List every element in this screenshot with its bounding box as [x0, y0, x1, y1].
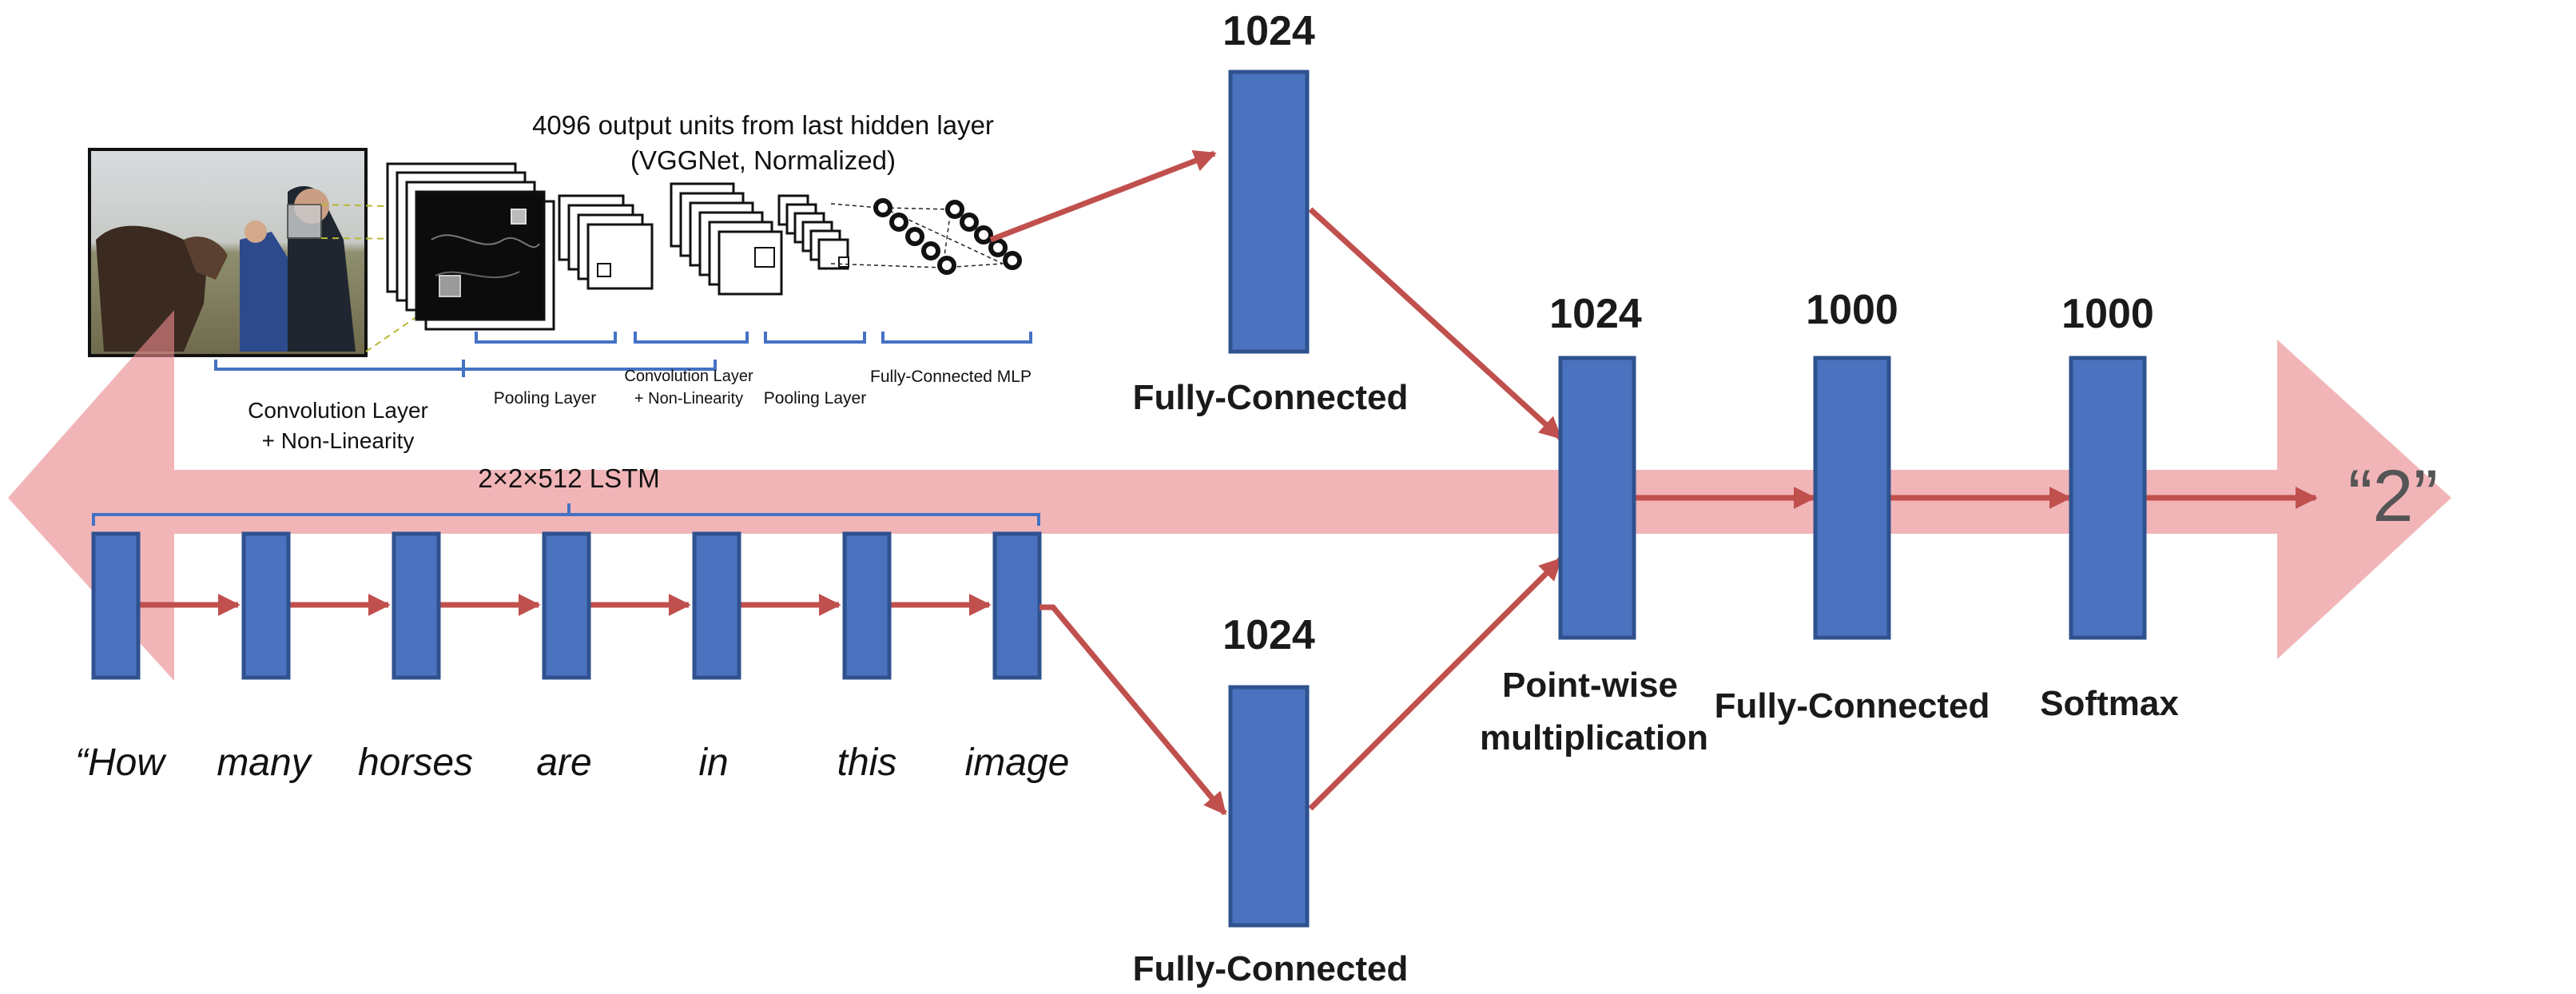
question-word: “How — [75, 742, 167, 784]
lstm-label: 2×2×512 LSTM — [478, 463, 660, 493]
fc-mlp-label: Fully-Connected MLP — [870, 368, 1032, 386]
question-word: are — [536, 742, 591, 784]
final-fc-block: 1000 Fully-Connected — [1715, 287, 1990, 726]
question-word: image — [965, 742, 1070, 784]
question-word: horses — [358, 742, 473, 784]
pool1-label: Pooling Layer — [494, 389, 596, 408]
pool2-label: Pooling Layer — [764, 389, 866, 408]
conv1-label-line2: + Non-Linearity — [262, 428, 415, 453]
question-word: this — [837, 742, 897, 784]
final-fc-label: Fully-Connected — [1715, 686, 1990, 726]
pool1-maps — [558, 194, 654, 290]
question-word: in — [698, 742, 728, 784]
softmax-label: Softmax — [2040, 684, 2179, 723]
conv2-maps — [670, 182, 783, 296]
cnn-title-line2: (VGGNet, Normalized) — [630, 145, 896, 175]
lstm-cell — [692, 531, 741, 680]
arrow-lstm-to-question-fc — [1040, 604, 1227, 816]
fc-mlp-neurons — [830, 198, 1022, 275]
conv2-label-line2: + Non-Linearity — [634, 390, 743, 408]
arrow-question-fc-to-pointwise — [1308, 557, 1563, 811]
lstm-cell — [392, 531, 441, 680]
input-photo — [88, 148, 368, 357]
image-fc-units: 1024 — [1222, 8, 1315, 54]
question-fc-block: 1024 Fully-Connected — [1133, 612, 1409, 988]
lstm-cells — [91, 531, 1042, 680]
pointwise-label-line1: Point-wise — [1502, 666, 1678, 705]
question-word: many — [217, 742, 312, 784]
question-fc-label: Fully-Connected — [1133, 949, 1409, 988]
lstm-row: 2×2×512 LSTM “How many horses are in thi… — [75, 463, 1069, 784]
pointwise-block: 1024 Point-wise multiplication — [1480, 291, 1708, 757]
conv2-label-line1: Convolution Layer — [624, 368, 753, 385]
pool2-maps — [777, 194, 849, 270]
connection-arrows — [989, 150, 2318, 816]
softmax-block: 1000 Softmax — [2040, 291, 2179, 723]
cnn-braces — [214, 332, 1032, 377]
image-fc-block: 1024 Fully-Connected — [1133, 8, 1409, 417]
lstm-cell — [91, 531, 141, 680]
cnn-pipeline: 4096 output units from last hidden layer… — [88, 110, 1032, 453]
final-fc-units: 1000 — [1806, 287, 1898, 333]
softmax-units: 1000 — [2061, 291, 2154, 337]
lstm-cell — [241, 531, 291, 680]
lstm-brace — [92, 503, 1040, 526]
lstm-cell — [992, 531, 1042, 680]
arrow-cnn-to-image-fc — [989, 150, 1217, 243]
cnn-title-line1: 4096 output units from last hidden layer — [532, 110, 994, 140]
pointwise-label-line2: multiplication — [1480, 718, 1708, 757]
answer-text: “2” — [2348, 455, 2438, 537]
image-fc-label: Fully-Connected — [1133, 378, 1409, 417]
pink-band-arrow — [8, 310, 2451, 681]
conv1-feature-maps — [386, 162, 555, 331]
lstm-cell — [542, 531, 591, 680]
question-fc-units: 1024 — [1222, 612, 1315, 658]
conv1-label-line1: Convolution Layer — [248, 398, 428, 423]
arrow-image-fc-to-pointwise — [1308, 207, 1563, 440]
question-words: “How many horses are in this image — [75, 742, 1069, 784]
pointwise-units: 1024 — [1549, 291, 1642, 337]
lstm-cell — [842, 531, 892, 680]
